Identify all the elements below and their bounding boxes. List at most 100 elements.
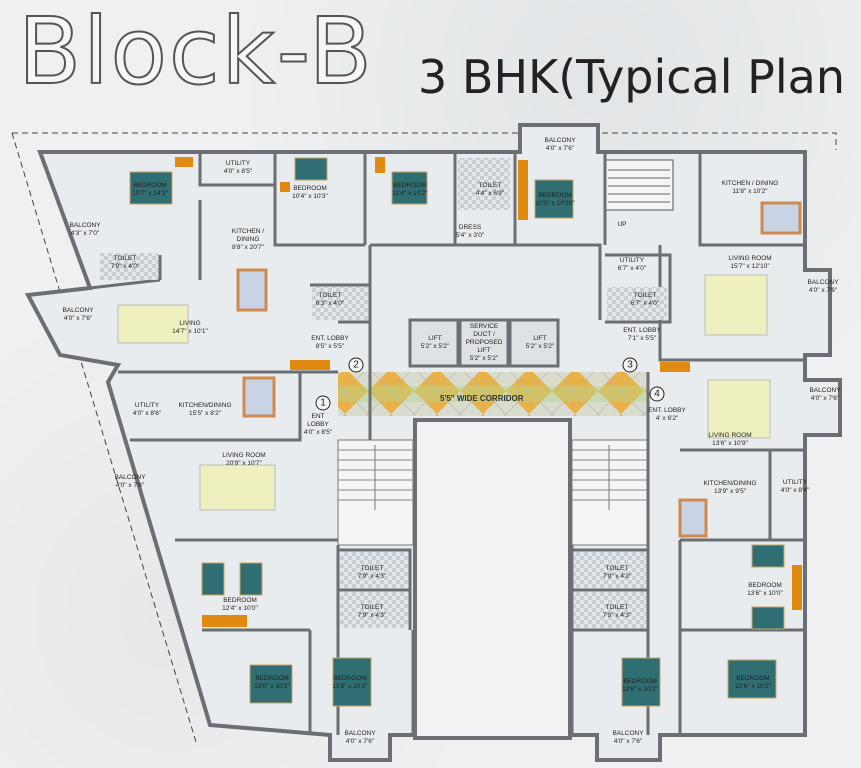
room-name: BEDROOM [293, 185, 327, 192]
room-name: BALCONY [809, 387, 841, 394]
open-courtyard [413, 418, 572, 740]
wardrobes [175, 157, 802, 627]
room-size: 4'3" x 7'0" [70, 230, 100, 237]
room-name: BEDROOM [736, 675, 770, 682]
staircase-right [571, 439, 648, 546]
room-size: 5'4" x 3'0" [455, 232, 485, 239]
room-name: BALCONY [114, 474, 146, 481]
room-size: 12'6" x 10'2" [622, 686, 658, 693]
room-size: 6'3" x 4'0" [315, 300, 345, 307]
room-size: 4'0" x 8'5" [223, 168, 253, 175]
room-size: 5'2" x 5'2" [420, 343, 450, 350]
room-size: 6'7" x 4'0" [617, 265, 647, 272]
room-name: BEDROOM [255, 675, 289, 682]
room-name: TOILET [478, 182, 502, 189]
entrance-marker-2: 2 [348, 357, 364, 373]
entrance-marker-1: 1 [315, 395, 331, 411]
room-name: ENT LOBBY [307, 413, 329, 428]
room-name: BEDROOM [133, 182, 167, 189]
room-size: 4'0" x 7'6" [545, 145, 575, 152]
lift-core [408, 318, 560, 368]
room-size: 13'9" x 9'5" [713, 488, 747, 495]
room-size: 7'9" x 4'0" [110, 263, 140, 270]
room-name: KITCHEN/DINING [703, 480, 757, 487]
room-size: 14'7" x 10'1" [172, 328, 208, 335]
block-title: Block-B [17, 0, 374, 106]
room-name: SERVICE DUCT / PROPOSED LIFT [465, 323, 503, 354]
entrance-marker-4: 4 [649, 386, 665, 402]
room-size: 7'9" x 4'3" [602, 612, 632, 619]
room-name: LIFT [533, 335, 547, 342]
room-size: 4'0" x 7'6" [63, 315, 93, 322]
room-name: BALCONY [62, 307, 94, 314]
room-name: BEDROOM [623, 678, 657, 685]
corridor [338, 372, 648, 416]
room-name: BALCONY [344, 730, 376, 737]
room-name: TOILET [360, 604, 384, 611]
room-name: UTILITY [134, 402, 160, 409]
corridor-label: 5'5" WIDE CORRIDOR [440, 394, 524, 403]
room-name: BEDROOM [748, 582, 782, 589]
room-size: 12'4" x 10'0" [222, 605, 258, 612]
room-size: 4'4" x 6'9" [475, 190, 505, 197]
room-name: UTILITY [782, 479, 808, 486]
room-name: LIVING [179, 320, 201, 327]
room-size: 15'5" x 8'2" [188, 410, 222, 417]
room-size: 5'2" x 5'2" [525, 343, 555, 350]
room-name: ENT. LOBBY [311, 335, 349, 342]
room-size: 4'0" x 7'6" [115, 482, 145, 489]
room-name: BEDROOM [223, 597, 257, 604]
room-name: BEDROOM [393, 182, 427, 189]
room-size: 4'0" x 7'6" [808, 287, 838, 294]
room-name: TOILET [633, 292, 657, 299]
room-name: BALCONY [807, 279, 839, 286]
room-name: TOILET [360, 565, 384, 572]
living-furniture [117, 274, 771, 511]
room-size: 7'9" x 4'3" [357, 612, 387, 619]
room-name: LIVING ROOM [728, 255, 772, 262]
room-size: 5'2" x 5'2" [469, 355, 499, 362]
room-name: BALCONY [69, 222, 101, 229]
room-name: KITCHEN / DINING [231, 228, 265, 243]
staircase-left [337, 439, 414, 546]
dining-tables [236, 201, 802, 538]
room-size: 12'6" x 10'2" [735, 683, 771, 690]
room-name: KITCHEN/DINING [178, 402, 232, 409]
room-size: 7'9" x 4'3" [602, 573, 632, 580]
site-boundary [11, 132, 837, 743]
room-size: 10'0" x 10'2" [254, 683, 290, 690]
